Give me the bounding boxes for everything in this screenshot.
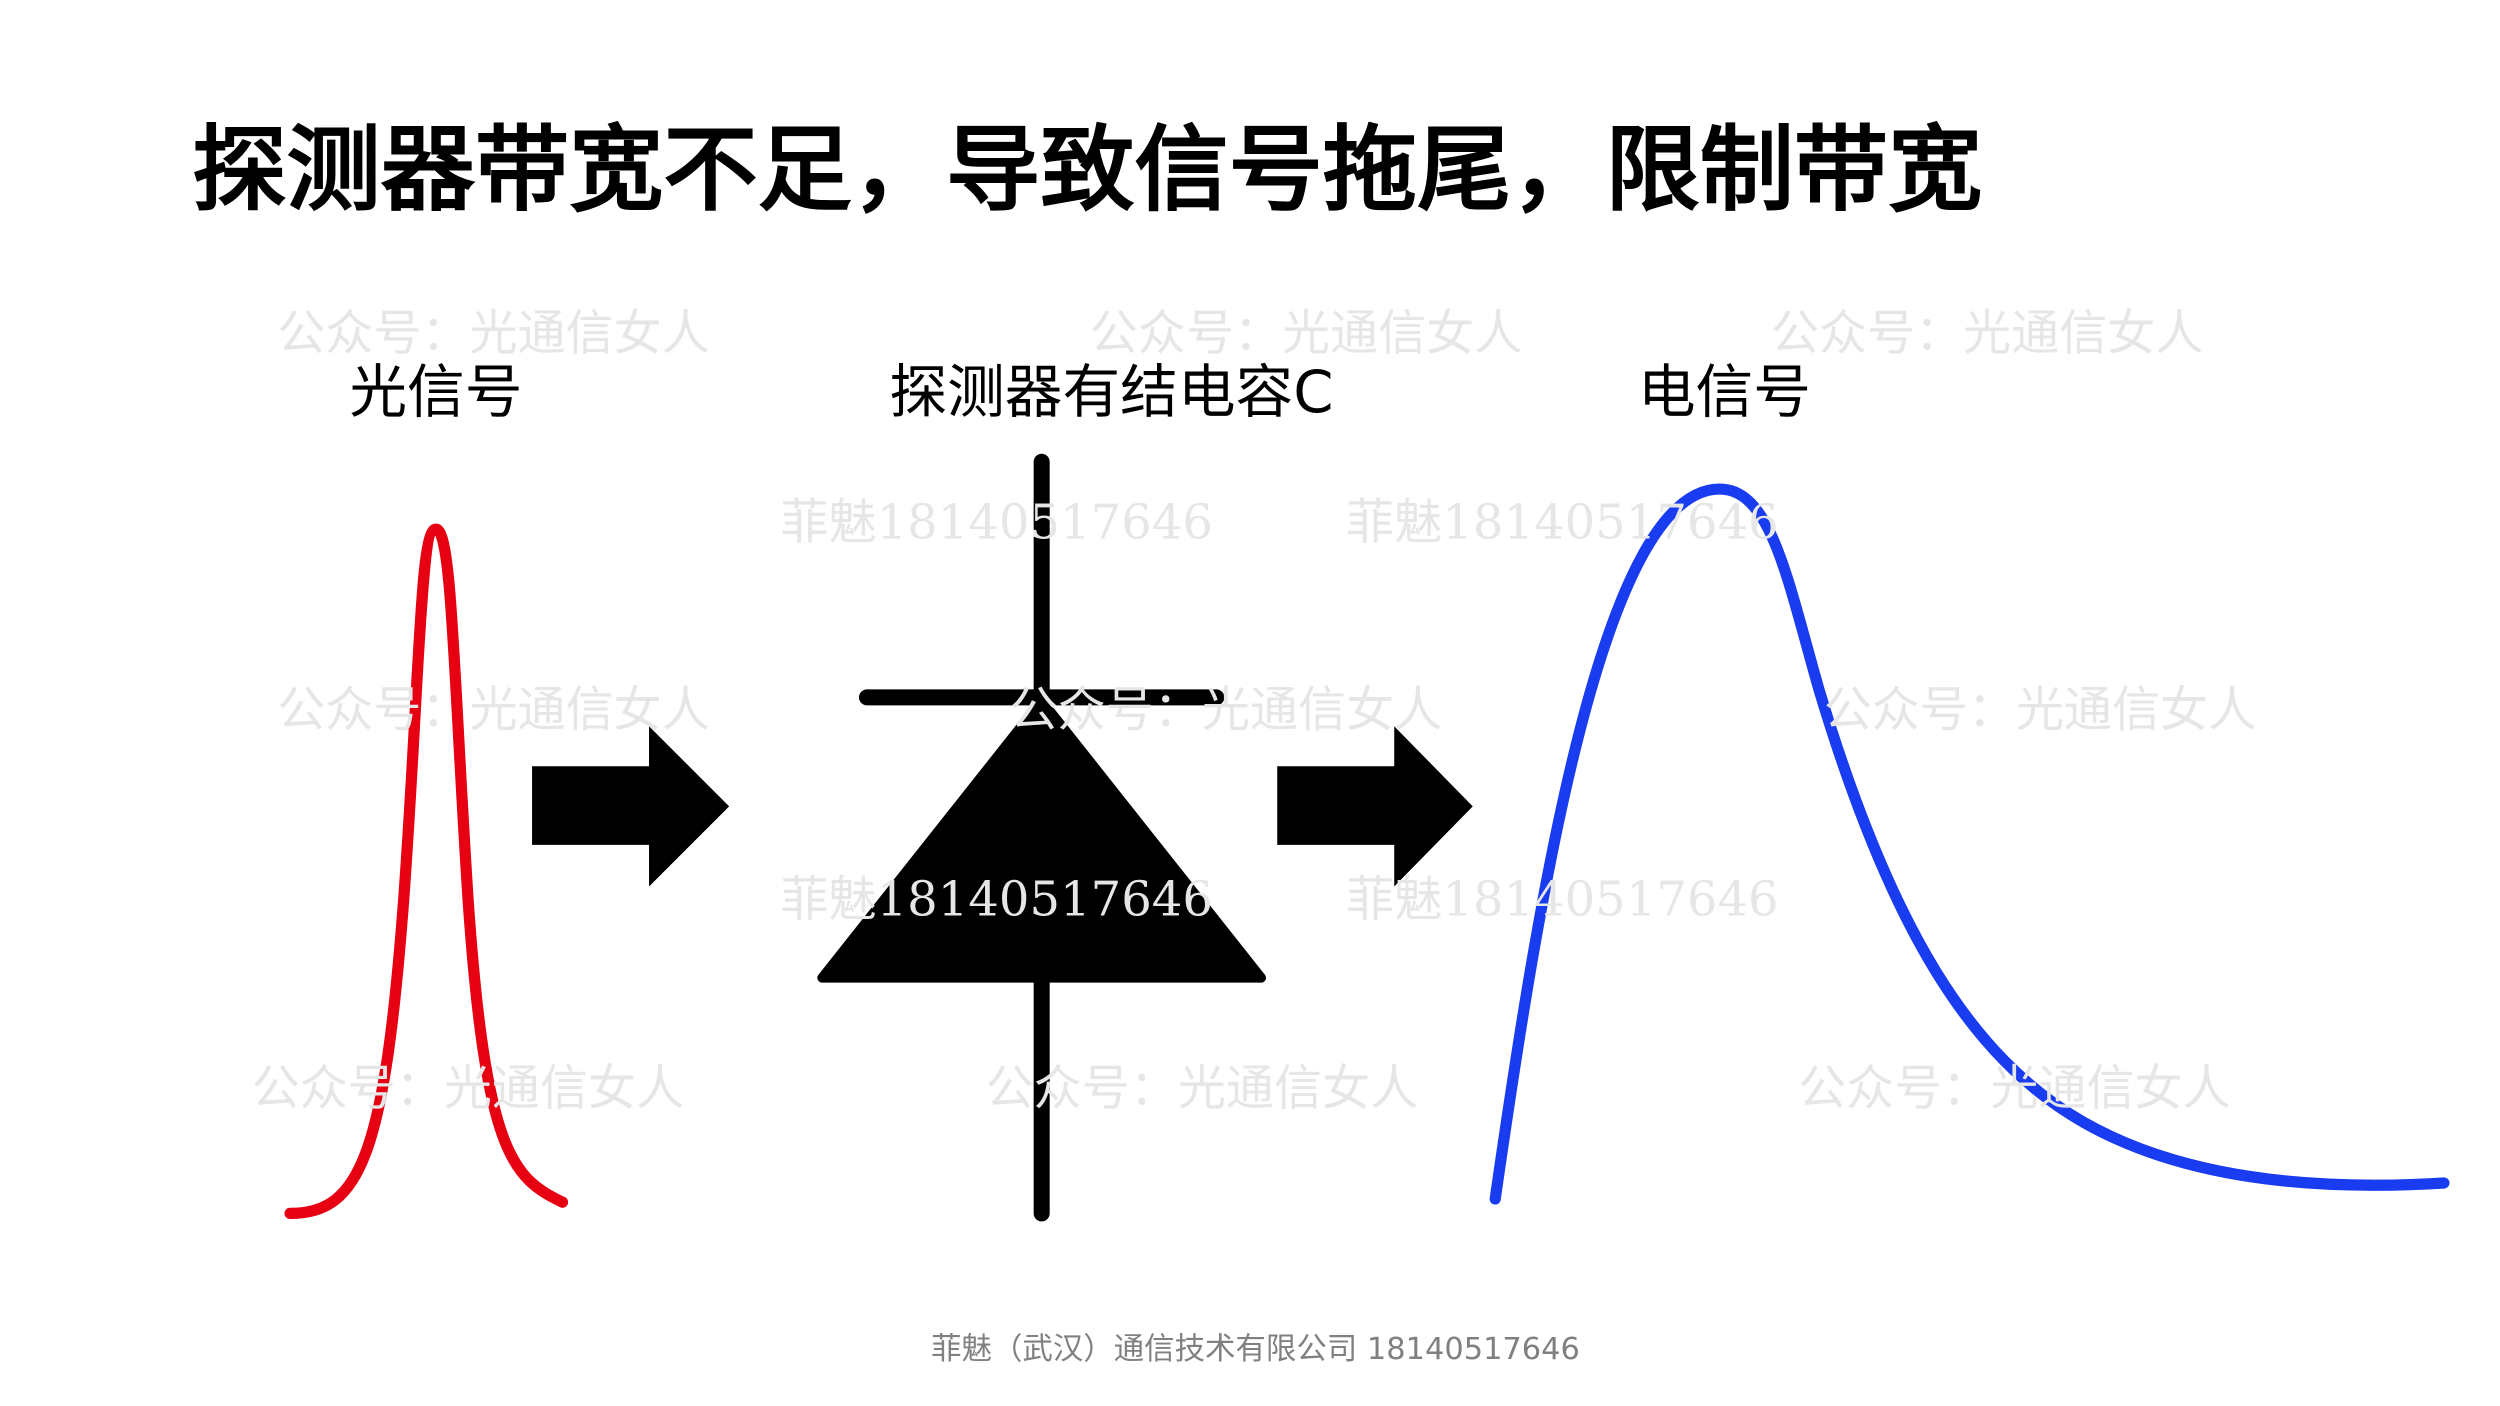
footer-company: 菲魅（武汉）通信技术有限公司 18140517646	[931, 1332, 1580, 1367]
arrow-right-icon	[532, 726, 730, 887]
watermark: 菲魅18140517646	[1346, 871, 1779, 927]
watermark: 菲魅18140517646	[780, 495, 1212, 551]
watermark: 公众号：光通信女人	[1798, 1060, 2231, 1116]
watermark: 公众号：光通信女人	[277, 306, 710, 362]
arrow-right-icon	[1277, 726, 1473, 887]
optical-signal-label: 光信号	[349, 358, 522, 426]
electrical-signal-curve	[1489, 483, 2450, 1205]
watermark: 公众号：光通信女人	[252, 1060, 685, 1116]
photodiode-symbol	[817, 453, 1267, 1222]
watermark: 菲魅18140517646	[1346, 495, 1779, 551]
detector-label: 探测器有结电容C	[889, 358, 1333, 426]
watermark: 公众号：光通信女人	[1824, 682, 2257, 738]
watermark: 公众号：光通信女人	[1771, 306, 2204, 362]
watermark: 菲魅18140517646	[780, 871, 1212, 927]
watermark: 公众号：光通信女人	[986, 1060, 1419, 1116]
watermark: 公众号：光通信女人	[1090, 306, 1523, 362]
watermark: 公众号：光通信女人	[277, 682, 710, 738]
page-title: 探测器带宽不足，导致信号拖尾，限制带宽	[192, 116, 1982, 224]
watermark: 公众号：光通信女人	[1010, 682, 1443, 738]
watermarks: 公众号：光通信女人 公众号：光通信女人 公众号：光通信女人 菲魅18140517…	[252, 306, 2257, 1117]
electrical-signal-label: 电信号	[1638, 358, 1811, 426]
optical-pulse-curve	[284, 523, 569, 1220]
